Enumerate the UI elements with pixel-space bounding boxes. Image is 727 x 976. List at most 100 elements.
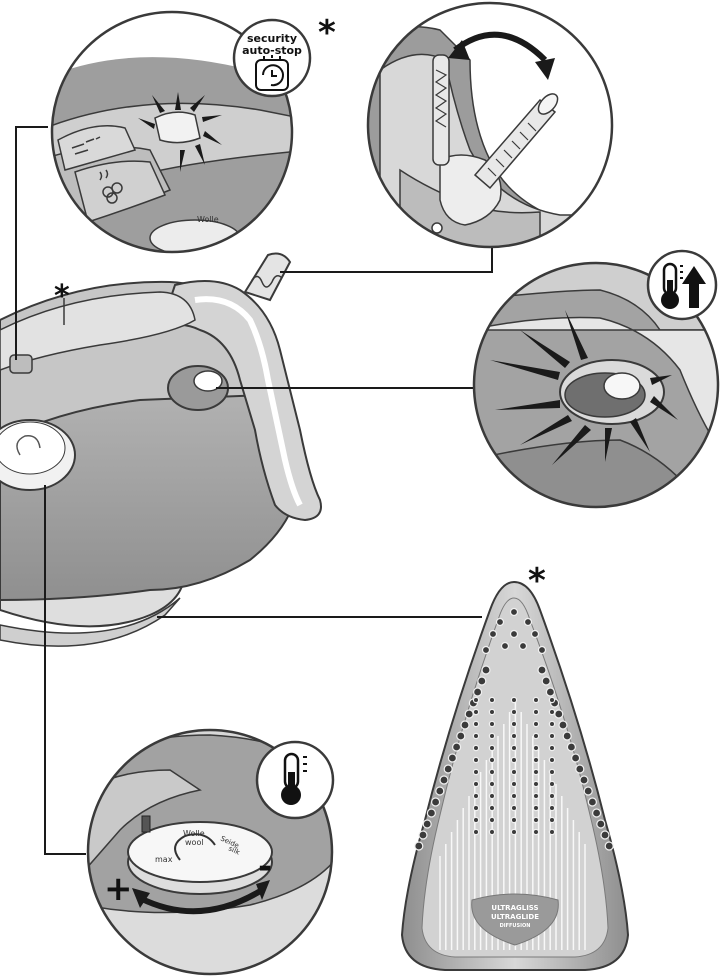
steam-hole (539, 647, 546, 654)
steam-hole (555, 710, 563, 718)
steam-hole (549, 709, 554, 714)
steam-hole (533, 793, 538, 798)
steam-hole (483, 647, 490, 654)
dial-label-wool: Wolle (183, 829, 205, 838)
security-button-on-iron[interactable] (10, 355, 32, 373)
steam-hole (511, 709, 516, 714)
steam-hole (440, 776, 448, 784)
steam-hole (453, 743, 461, 751)
asterisk-marker-security: * (318, 13, 336, 53)
steam-hole (563, 732, 571, 740)
steam-hole (511, 769, 516, 774)
steam-hole (427, 809, 435, 817)
steam-hole (473, 805, 478, 810)
steam-hole (533, 769, 538, 774)
steam-hole (549, 721, 554, 726)
steam-hole (511, 609, 518, 616)
line-anti-calc (280, 248, 492, 272)
steam-hole (444, 765, 452, 773)
steam-hole (549, 757, 554, 762)
steam-hole (511, 817, 516, 822)
steam-hole (489, 781, 494, 786)
steam-hole (473, 733, 478, 738)
decrease-symbol: - (258, 847, 272, 887)
thermometer-up-badge (648, 251, 716, 319)
steam-hole (461, 721, 469, 729)
steam-hole (511, 721, 516, 726)
thermostat-indicator-light (560, 360, 664, 424)
steam-hole (489, 733, 494, 738)
steam-hole (473, 721, 478, 726)
steam-hole (549, 697, 554, 702)
steam-hole (593, 809, 601, 817)
steam-hole (489, 721, 494, 726)
steam-hole (473, 769, 478, 774)
steam-hole (549, 769, 554, 774)
steam-hole (549, 781, 554, 786)
detail-temperature-dial: Wolle wool Seide silk max + - (85, 725, 335, 975)
steam-hole (572, 754, 580, 762)
steam-hole (533, 721, 538, 726)
steam-hole (511, 829, 516, 834)
steam-hole (538, 666, 546, 674)
steam-hole (588, 798, 596, 806)
steam-hole (489, 829, 494, 834)
steam-hole (474, 688, 482, 696)
steam-hole (511, 793, 516, 798)
steam-hole (584, 787, 592, 795)
steam-hole (533, 805, 538, 810)
steam-hole (473, 793, 478, 798)
steam-hole (432, 798, 440, 806)
security-autostop-badge: security auto-stop (234, 20, 310, 96)
steam-hole (580, 776, 588, 784)
steam-hole (436, 787, 444, 795)
steam-hole (511, 757, 516, 762)
steam-hole (549, 805, 554, 810)
steam-hole (533, 817, 538, 822)
steam-hole (533, 829, 538, 834)
steam-hole (502, 643, 509, 650)
steam-hole (511, 781, 516, 786)
temperature-dial[interactable]: Wolle wool Seide silk max (128, 822, 272, 894)
steam-hole (511, 733, 516, 738)
steam-hole (511, 697, 516, 702)
steam-hole (532, 631, 539, 638)
steam-hole (567, 743, 575, 751)
sole-logo-line2: ULTRAGLIDE (491, 913, 539, 921)
steam-hole (473, 781, 478, 786)
anti-calc-rod-old (433, 55, 449, 165)
steam-hole (489, 769, 494, 774)
steam-hole (533, 745, 538, 750)
steam-hole (533, 781, 538, 786)
steam-hole (533, 733, 538, 738)
thermometer-badge (257, 742, 333, 818)
steam-hole (597, 820, 605, 828)
steam-hole (473, 709, 478, 714)
asterisk-marker-handle: * (54, 279, 70, 314)
steam-hole (490, 631, 497, 638)
steam-hole (489, 697, 494, 702)
steam-hole (423, 820, 431, 828)
steam-hole (546, 688, 554, 696)
steam-hole (419, 831, 427, 839)
anti-calc-rod-on-iron (245, 254, 290, 300)
dial-pointer (142, 816, 150, 832)
asterisk-marker-soleplate: * (528, 561, 546, 601)
steam-hole (559, 721, 567, 729)
steam-hole (482, 666, 490, 674)
steam-hole (549, 733, 554, 738)
dial-label-wool-en: wool (185, 838, 204, 847)
steam-hole (415, 842, 423, 850)
steam-hole (473, 829, 478, 834)
steam-hole (489, 745, 494, 750)
steam-hole (489, 709, 494, 714)
steam-hole (511, 805, 516, 810)
steam-hole (520, 643, 527, 650)
steam-hole (549, 829, 554, 834)
steam-hole (473, 757, 478, 762)
steam-hole (489, 757, 494, 762)
steam-hole (542, 677, 550, 685)
sole-logo-line1: ULTRAGLISS (491, 904, 538, 912)
steam-hole (489, 805, 494, 810)
